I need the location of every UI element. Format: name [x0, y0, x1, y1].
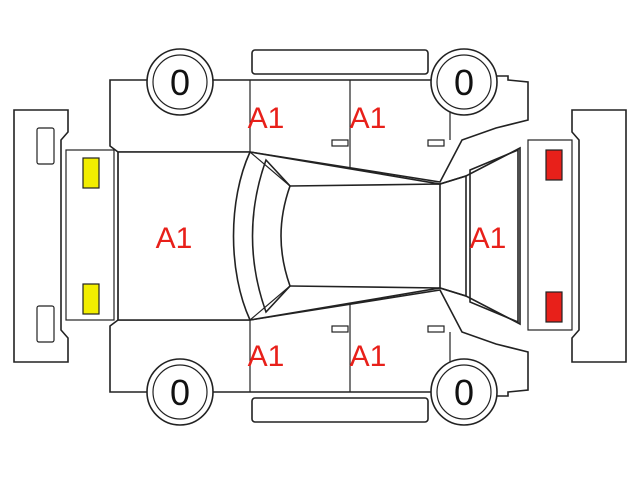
- tire-rear-right: 0: [430, 358, 498, 426]
- rear-bumper: [571, 109, 627, 363]
- grade-hood: A1: [156, 222, 193, 255]
- tire-tread-front-left: 0: [170, 62, 190, 103]
- front-lamp-upper: [82, 157, 100, 189]
- rear-lamp-housing: [527, 139, 573, 331]
- grade-trunk: A1: [470, 222, 507, 255]
- side-skirt-lower: [251, 397, 429, 423]
- tire-front-left: 0: [146, 48, 214, 116]
- rear-lamp-upper: [545, 149, 563, 181]
- grade-door-upper-front: A1: [248, 102, 285, 135]
- front-lamp-housing: [65, 149, 115, 321]
- grade-door-upper-rear: A1: [350, 102, 387, 135]
- side-skirt-upper: [251, 49, 429, 75]
- rear-lamp-lower: [545, 291, 563, 323]
- tire-tread-rear-left: 0: [454, 62, 474, 103]
- tire-front-right: 0: [146, 358, 214, 426]
- tire-tread-rear-right: 0: [454, 372, 474, 413]
- tire-tread-front-right: 0: [170, 372, 190, 413]
- front-lamp-lower: [82, 283, 100, 315]
- top-view-body: [117, 146, 521, 326]
- grade-door-lower-front: A1: [248, 340, 285, 373]
- tire-rear-left: 0: [430, 48, 498, 116]
- front-bumper: [13, 109, 69, 363]
- grade-door-lower-rear: A1: [350, 340, 387, 373]
